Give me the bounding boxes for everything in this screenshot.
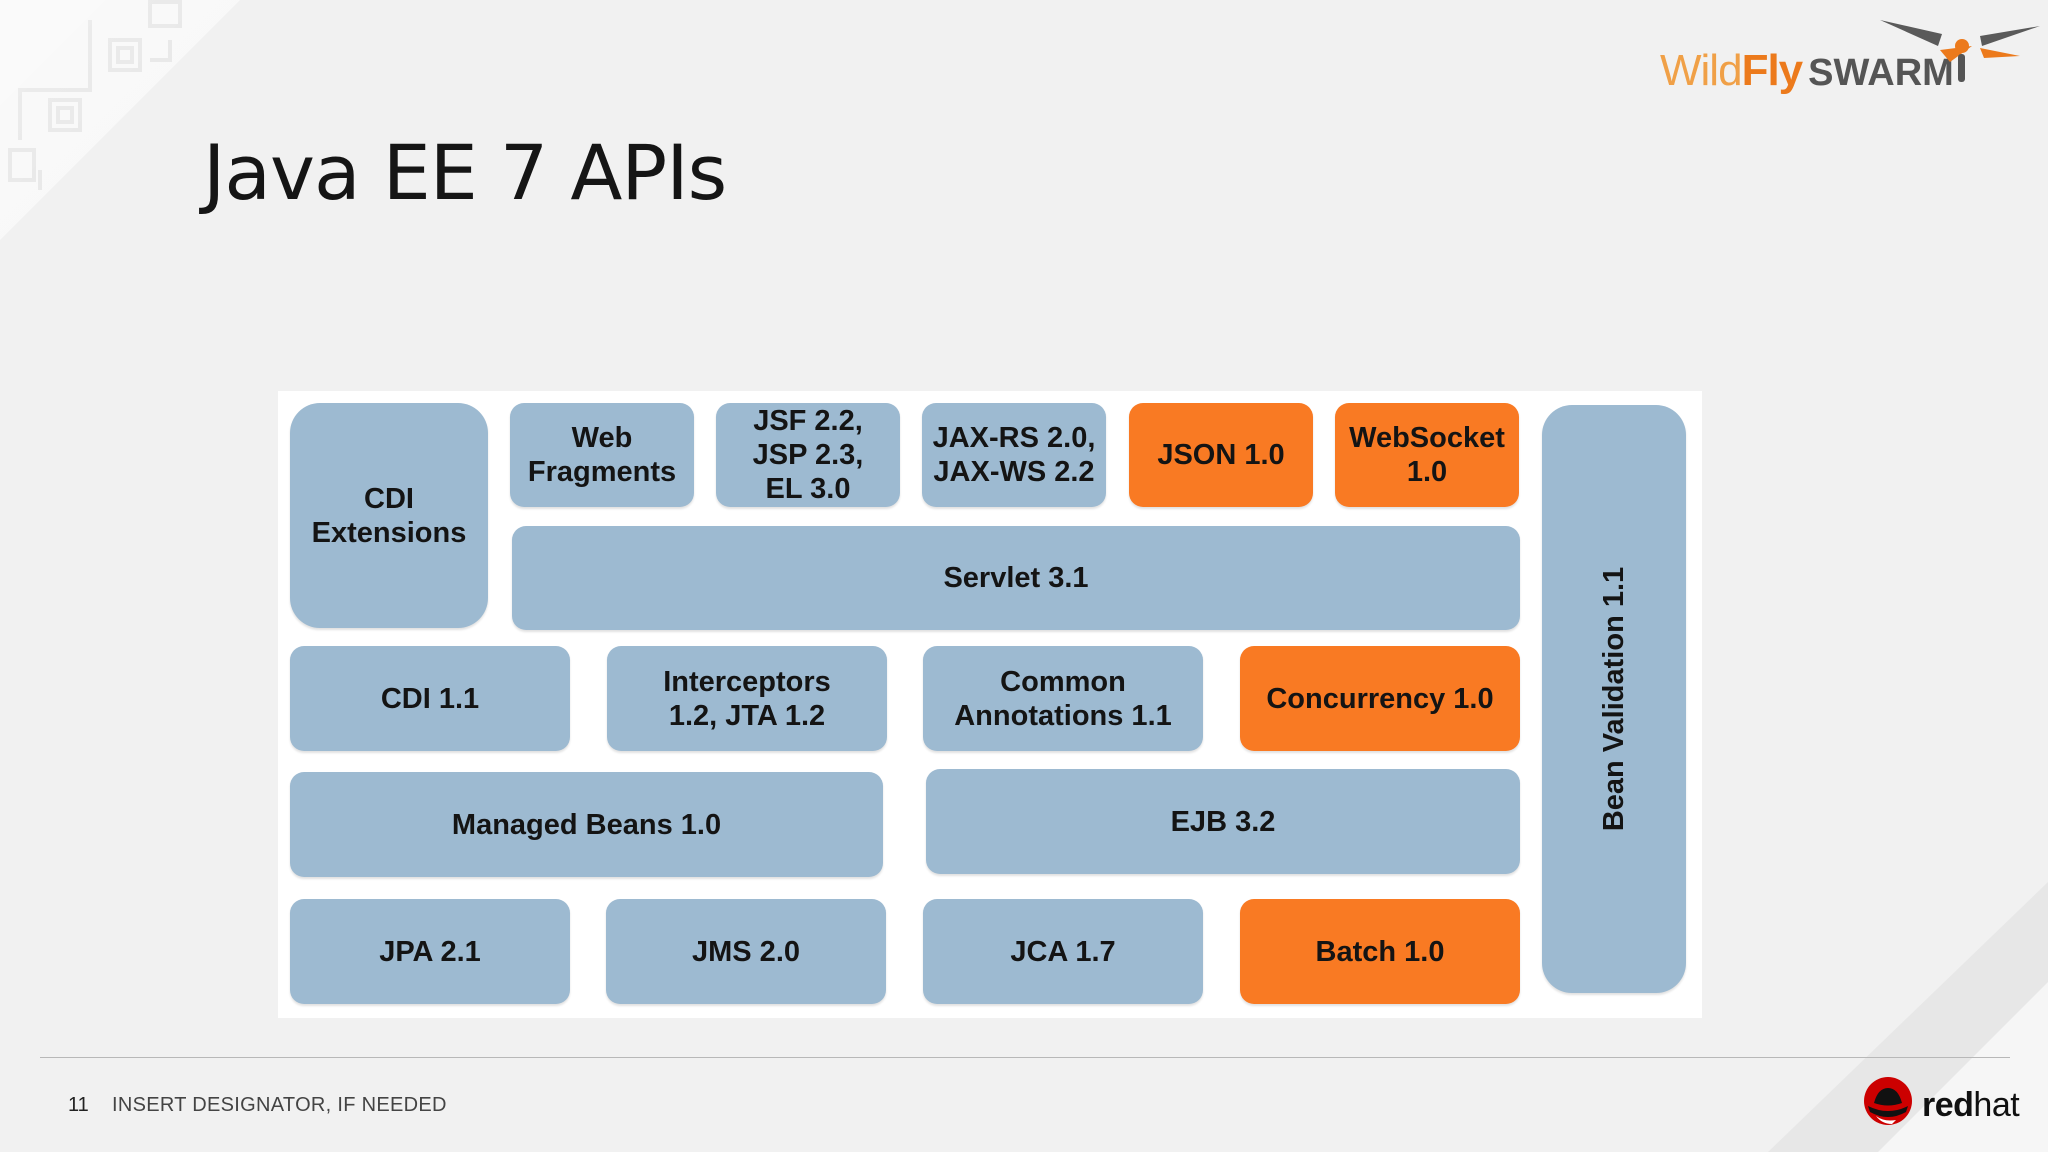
page-number: 11 [68, 1094, 89, 1116]
api-block-jaxrs-jaxws: JAX-RS 2.0, JAX-WS 2.2 [922, 403, 1106, 507]
api-block-json: JSON 1.0 [1129, 403, 1313, 507]
slide-title: Java EE 7 APIs [203, 128, 727, 217]
redhat-logo: redhat [1862, 1076, 2022, 1130]
api-block-ejb: EJB 3.2 [926, 769, 1520, 874]
api-block-jms: JMS 2.0 [606, 899, 886, 1004]
api-block-web-fragments: Web Fragments [510, 403, 694, 507]
api-block-servlet: Servlet 3.1 [512, 526, 1520, 630]
footer-divider [40, 1057, 2010, 1058]
api-block-cdi: CDI 1.1 [290, 646, 570, 751]
redhat-hat-icon [1864, 1077, 1912, 1125]
api-block-jsf-jsp-el: JSF 2.2, JSP 2.3, EL 3.0 [716, 403, 900, 507]
api-block-interceptors-jta: Interceptors 1.2, JTA 1.2 [607, 646, 887, 751]
api-block-batch: Batch 1.0 [1240, 899, 1520, 1004]
api-block-websocket: WebSocket 1.0 [1335, 403, 1519, 507]
java-ee-api-diagram: CDI Extensions Web Fragments JSF 2.2, JS… [278, 391, 1702, 1018]
corner-pattern-decoration [0, 0, 240, 240]
api-block-concurrency: Concurrency 1.0 [1240, 646, 1520, 751]
api-block-managed-beans: Managed Beans 1.0 [290, 772, 883, 877]
fly-icon [1880, 20, 2040, 82]
api-block-bean-validation: Bean Validation 1.1 [1542, 405, 1686, 993]
api-block-jca: JCA 1.7 [923, 899, 1203, 1004]
bean-validation-label: Bean Validation 1.1 [1598, 566, 1631, 832]
corner-stripe-decoration [1768, 882, 2048, 1152]
api-block-common-annotations: Common Annotations 1.1 [923, 646, 1203, 751]
footer-designator: INSERT DESIGNATOR, IF NEEDED [112, 1094, 447, 1116]
api-block-jpa: JPA 2.1 [290, 899, 570, 1004]
api-block-cdi-extensions: CDI Extensions [290, 403, 488, 628]
